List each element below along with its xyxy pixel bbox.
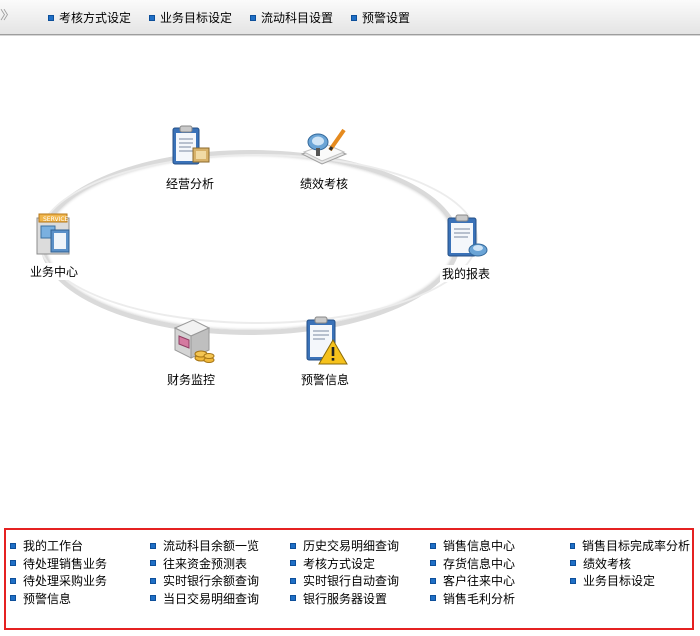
topnav-label: 考核方式设定 (59, 11, 132, 25)
quick-link-label: 历史交易明细查询 (303, 539, 400, 554)
quick-link[interactable]: 我的工作台 (10, 537, 150, 555)
quick-link[interactable]: 考核方式设定 (290, 555, 430, 573)
quick-link-label: 存货信息中心 (443, 556, 516, 571)
topnav-current-account[interactable]: 流动科目设置 (250, 9, 333, 26)
bullet-icon (290, 577, 296, 584)
service-machine-icon: SERVICE (36, 213, 70, 255)
quick-link-label: 预警信息 (23, 591, 72, 606)
bullet-icon (150, 595, 156, 602)
clipboard-chart-icon (447, 214, 488, 257)
quick-links-column: 销售目标完成率分析 绩效考核 业务目标设定 (570, 537, 690, 607)
bullet-icon (430, 577, 436, 584)
top-toolbar: 〉〉 考核方式设定 业务目标设定 流动科目设置 预警设置 (0, 0, 700, 35)
bullet-icon (430, 542, 436, 549)
quick-link-label: 业务目标设定 (583, 574, 656, 589)
topnav-assessment-method[interactable]: 考核方式设定 (48, 9, 131, 26)
bullet-icon (48, 14, 54, 21)
node-my-reports[interactable]: 我的报表 (440, 212, 493, 282)
diagram-ring-shadow (38, 154, 478, 324)
quick-link[interactable]: 银行服务器设置 (290, 590, 430, 608)
bullet-icon (150, 577, 156, 584)
node-alert-info[interactable]: 预警信息 (299, 316, 352, 388)
bullet-icon (250, 14, 257, 21)
quick-link-label: 实时银行余额查询 (163, 574, 260, 589)
node-business-analysis[interactable]: 经营分析 (163, 124, 217, 192)
node-label: 财务监控 (165, 371, 218, 388)
top-nav: 考核方式设定 业务目标设定 流动科目设置 预警设置 (48, 9, 428, 26)
quick-link-label: 我的工作台 (23, 539, 84, 554)
node-label: 绩效考核 (297, 175, 350, 192)
quick-link-label: 实时银行自动查询 (303, 574, 400, 589)
quick-link[interactable]: 客户往来中心 (430, 572, 570, 590)
quick-links-panel: 我的工作台 待处理销售业务 待处理采购业务 预警信息 流动科目余额一览 往来资金… (4, 528, 694, 630)
quick-link[interactable]: 绩效考核 (570, 555, 690, 573)
bullet-icon (150, 560, 156, 567)
quick-link-label: 销售毛利分析 (443, 591, 516, 606)
node-label: 我的报表 (440, 265, 493, 282)
quick-link[interactable]: 销售信息中心 (430, 537, 570, 555)
bullet-icon (351, 14, 358, 21)
quick-link[interactable]: 当日交易明细查询 (150, 590, 290, 608)
quick-links-columns: 我的工作台 待处理销售业务 待处理采购业务 预警信息 流动科目余额一览 往来资金… (10, 537, 690, 607)
quick-link-label: 当日交易明细查询 (163, 591, 260, 606)
quick-links-column: 历史交易明细查询 考核方式设定 实时银行自动查询 银行服务器设置 (290, 537, 430, 607)
quick-link-label: 往来资金预测表 (163, 556, 248, 571)
quick-link[interactable]: 待处理采购业务 (10, 572, 150, 590)
quick-link[interactable]: 业务目标设定 (570, 572, 690, 590)
quick-link[interactable]: 实时银行自动查询 (290, 572, 430, 590)
quick-link[interactable]: 预警信息 (10, 590, 150, 608)
node-performance[interactable]: 绩效考核 (296, 124, 352, 192)
warning-clipboard-icon (306, 316, 348, 365)
quick-link-label: 待处理采购业务 (23, 574, 108, 589)
topnav-label: 预警设置 (362, 11, 411, 25)
quick-link[interactable]: 存货信息中心 (430, 555, 570, 573)
topnav-business-target[interactable]: 业务目标设定 (149, 9, 232, 26)
bullet-icon (10, 560, 16, 567)
expand-chevron-icon[interactable]: 〉〉 (0, 8, 15, 22)
quick-links-column: 我的工作台 待处理销售业务 待处理采购业务 预警信息 (10, 537, 150, 607)
bullet-icon (570, 560, 576, 567)
quick-link-label: 销售信息中心 (443, 539, 516, 554)
quick-link[interactable]: 往来资金预测表 (150, 555, 290, 573)
quick-links-column: 销售信息中心 存货信息中心 客户往来中心 销售毛利分析 (430, 537, 570, 607)
node-label: 预警信息 (299, 371, 352, 388)
bullet-icon (430, 560, 436, 567)
svg-text:SERVICE: SERVICE (43, 216, 69, 223)
quick-link-label: 待处理销售业务 (23, 556, 108, 571)
bullet-icon (290, 542, 296, 549)
quick-link-label: 银行服务器设置 (303, 591, 388, 606)
quick-link[interactable]: 待处理销售业务 (10, 555, 150, 573)
topnav-alert-settings[interactable]: 预警设置 (351, 9, 410, 26)
node-business-center[interactable]: SERVICE 业务中心 (28, 210, 81, 280)
quick-link[interactable]: 历史交易明细查询 (290, 537, 430, 555)
quick-link-label: 绩效考核 (583, 556, 632, 571)
bullet-icon (430, 595, 436, 602)
magnifier-pen-icon (300, 128, 348, 165)
bullet-icon (10, 577, 16, 584)
bullet-icon (290, 595, 296, 602)
quick-link-label: 流动科目余额一览 (163, 539, 260, 554)
quick-link-label: 销售目标完成率分析 (581, 539, 690, 554)
quick-link[interactable]: 销售毛利分析 (430, 590, 570, 608)
bullet-icon (10, 595, 16, 602)
bullet-icon (10, 542, 16, 549)
bullet-icon (149, 14, 156, 21)
quick-links-column: 流动科目余额一览 往来资金预测表 实时银行余额查询 当日交易明细查询 (150, 537, 290, 607)
quick-link-label: 客户往来中心 (443, 574, 516, 589)
bullet-icon (570, 542, 575, 549)
quick-link[interactable]: 流动科目余额一览 (150, 537, 290, 555)
bullet-icon (570, 577, 576, 584)
node-label: 经营分析 (163, 175, 216, 192)
topnav-label: 流动科目设置 (261, 11, 334, 25)
quick-link[interactable]: 实时银行余额查询 (150, 572, 290, 590)
coin-box-icon (173, 319, 215, 363)
topnav-label: 业务目标设定 (160, 11, 233, 25)
quick-link[interactable]: 销售目标完成率分析 (570, 537, 690, 555)
clipboard-report-icon (172, 125, 210, 165)
bullet-icon (150, 542, 156, 549)
node-label: 业务中心 (28, 263, 81, 280)
quick-link-label: 考核方式设定 (303, 556, 376, 571)
bullet-icon (290, 560, 296, 567)
node-finance-monitor[interactable]: 财务监控 (165, 318, 218, 388)
